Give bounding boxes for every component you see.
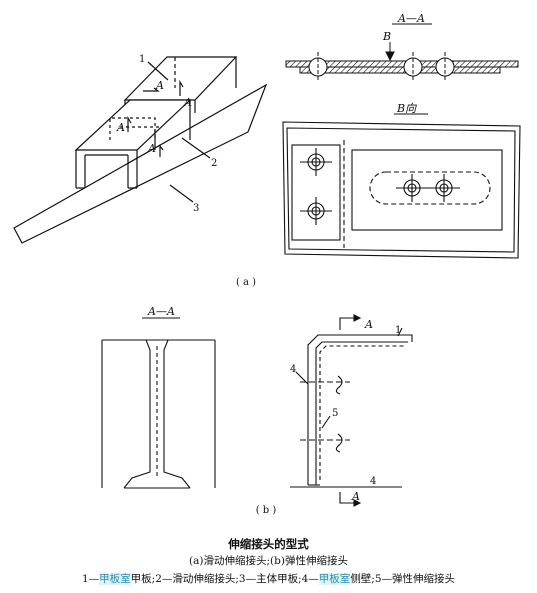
legend-part-2: 甲板;2—滑动伸缩接头;3—主体甲板;4— — [130, 573, 319, 585]
callout-5-b: 5 — [332, 408, 338, 419]
arrow-b-label: B — [382, 30, 391, 43]
callout-1-a: 1 — [139, 54, 145, 65]
legend-part-1: 1— — [81, 573, 100, 585]
section-label-a: A—A — [397, 12, 425, 25]
figure-subtitle: (a)滑动伸缩接头;(b)弹性伸缩接头 — [189, 555, 348, 567]
arrow-a-label-2: A — [183, 96, 192, 109]
arrow-a-label-3: A — [116, 121, 125, 134]
section-a-a-drawing — [285, 42, 519, 82]
arrow-a-label-b-top: A — [364, 318, 373, 331]
callout-1-b: 1 — [395, 325, 401, 336]
section-b-drawing — [101, 339, 216, 489]
view-b-label: B向 — [396, 102, 417, 115]
panel-b-label: ( b ) — [256, 505, 277, 516]
legend-highlight-1: 甲板室 — [99, 573, 131, 585]
callout-4-b-top: 4 — [290, 364, 296, 375]
callout-3-a: 3 — [193, 203, 199, 214]
arrow-a-label-b-bottom: A — [351, 490, 360, 503]
section-label-b: A—A — [147, 305, 175, 318]
figure-title: 伸缩接头的型式 — [228, 537, 309, 551]
view-b-drawing — [282, 121, 521, 259]
legend-highlight-2: 甲板室 — [318, 573, 351, 585]
elastic-joint-drawing — [290, 314, 413, 507]
figure-legend: 1—甲板室甲板;2—滑动伸缩接头;3—主体甲板;4—甲板室侧壁;5—弹性伸缩接头 — [0, 571, 537, 586]
panel-a-label: ( a ) — [236, 277, 256, 288]
arrow-a-label-1: A — [155, 79, 164, 92]
arrow-a-label-4: A — [147, 142, 156, 155]
legend-part-3: 侧壁;5—弹性伸缩接头 — [350, 573, 456, 585]
isometric-sliding-joint-drawing — [13, 56, 268, 244]
callout-2-a: 2 — [211, 158, 217, 169]
callout-4-b-bottom: 4 — [370, 476, 376, 487]
